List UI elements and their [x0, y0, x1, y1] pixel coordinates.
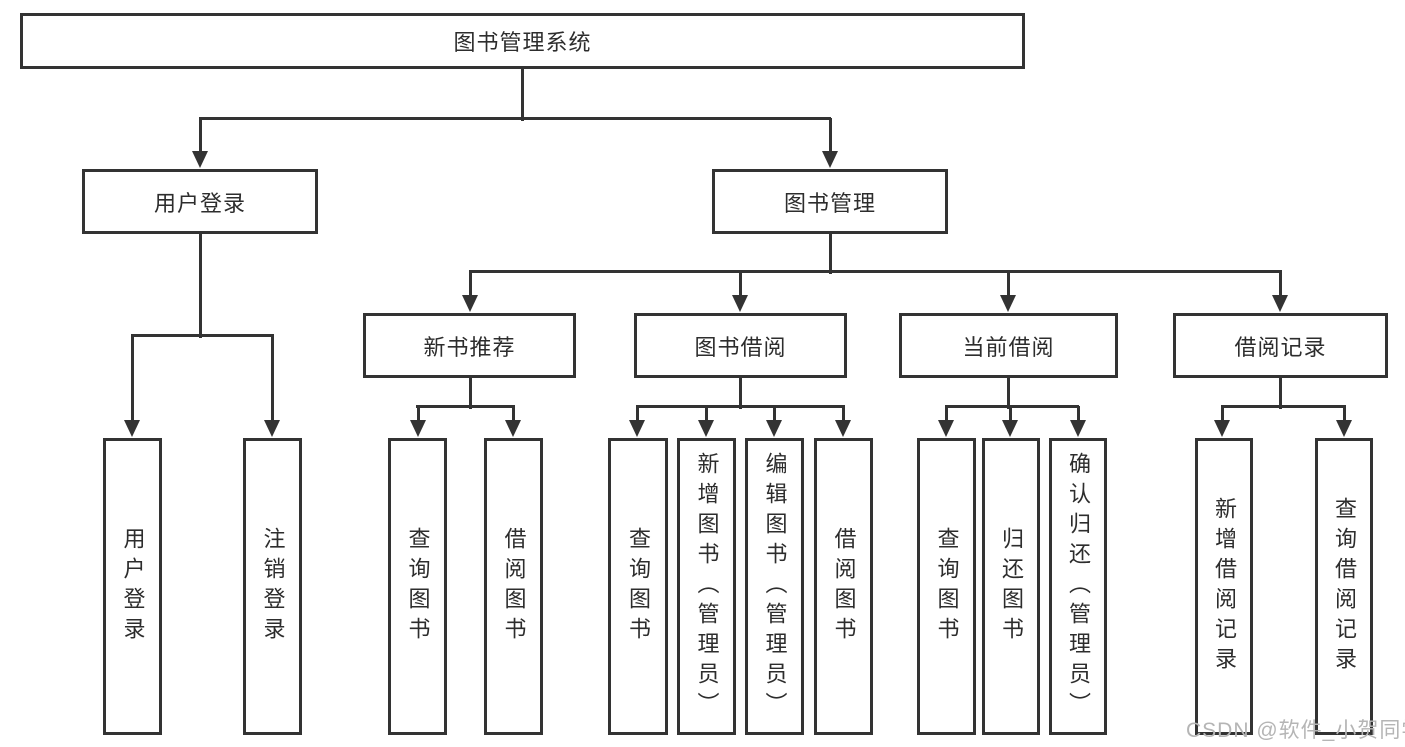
- connector-line: [130, 335, 134, 421]
- connector-line: [636, 404, 845, 408]
- arrowhead-down-icon: [629, 420, 645, 437]
- arrowhead-down-icon: [410, 420, 426, 437]
- arrowhead-down-icon: [192, 151, 208, 168]
- arrowhead-down-icon: [732, 295, 748, 312]
- arrowhead-down-icon: [698, 420, 714, 437]
- node-book-borrowing: 图书借阅: [634, 313, 847, 378]
- node-borrowing-records: 借阅记录: [1173, 313, 1388, 378]
- leaf-query-borrow-record: 查询借阅记录: [1315, 438, 1373, 735]
- connector-line: [198, 118, 202, 152]
- connector-line: [738, 271, 742, 296]
- leaf-label: 查询图书: [626, 526, 651, 647]
- connector-line: [704, 406, 708, 421]
- connector-line: [468, 271, 472, 296]
- connector-line: [416, 404, 515, 408]
- arrowhead-down-icon: [264, 420, 280, 437]
- leaf-label: 用户登录: [120, 526, 146, 647]
- arrowhead-down-icon: [505, 420, 521, 437]
- connector-line: [131, 333, 274, 337]
- connector-line: [738, 377, 742, 409]
- node-book-management: 图书管理: [712, 169, 948, 234]
- connector-line: [416, 406, 420, 421]
- connector-line: [1008, 406, 1012, 421]
- leaf-label: 查询借阅记录: [1332, 496, 1357, 677]
- arrowhead-down-icon: [1070, 420, 1086, 437]
- node-label: 新书推荐: [423, 334, 516, 360]
- arrowhead-down-icon: [1000, 295, 1016, 312]
- connector-line: [1006, 271, 1010, 296]
- leaf-label: 归还图书: [999, 526, 1024, 647]
- leaf-label: 确认归还（管理员）: [1066, 451, 1091, 722]
- leaf-label: 注销登录: [260, 526, 286, 647]
- node-label: 当前借阅: [962, 334, 1055, 360]
- connector-line: [944, 406, 948, 421]
- leaf-label: 新增借阅记录: [1212, 496, 1237, 677]
- connector-line: [1006, 377, 1010, 409]
- node-label: 图书借阅: [694, 334, 787, 360]
- connector-line: [520, 68, 524, 121]
- watermark: CSDN @软件_小贺同学: [1186, 719, 1405, 742]
- leaf-edit-books-admin: 编辑图书（管理员）: [745, 438, 804, 735]
- connector-line: [1278, 377, 1282, 409]
- leaf-query-books-current: 查询图书: [917, 438, 976, 735]
- leaf-confirm-return-admin: 确认归还（管理员）: [1049, 438, 1107, 735]
- arrowhead-down-icon: [766, 420, 782, 437]
- leaf-user-login: 用户登录: [103, 438, 162, 735]
- leaf-logout: 注销登录: [243, 438, 302, 735]
- connector-line: [828, 118, 832, 152]
- leaf-borrow-books-borrowing: 借阅图书: [814, 438, 873, 735]
- leaf-label: 查询图书: [934, 526, 960, 647]
- node-label: 图书管理系统: [453, 30, 592, 55]
- leaf-query-books-borrowing: 查询图书: [608, 438, 668, 735]
- node-label: 图书管理: [783, 190, 876, 216]
- leaf-label: 编辑图书（管理员）: [762, 451, 788, 722]
- arrowhead-down-icon: [1272, 295, 1288, 312]
- arrowhead-down-icon: [938, 420, 954, 437]
- arrowhead-down-icon: [1336, 420, 1352, 437]
- arrowhead-down-icon: [462, 295, 478, 312]
- leaf-add-books-admin: 新增图书（管理员）: [677, 438, 736, 735]
- leaf-label: 查询图书: [405, 526, 431, 647]
- connector-line: [1278, 271, 1282, 296]
- connector-line: [198, 233, 202, 338]
- leaf-return-books: 归还图书: [982, 438, 1040, 735]
- leaf-label: 借阅图书: [501, 526, 527, 647]
- connector-line: [1342, 406, 1346, 421]
- connector-line: [945, 404, 1079, 408]
- leaf-add-borrow-record: 新增借阅记录: [1195, 438, 1253, 735]
- arrowhead-down-icon: [1002, 420, 1018, 437]
- connector-line: [841, 406, 845, 421]
- node-label: 用户登录: [153, 190, 246, 216]
- node-label: 借阅记录: [1234, 334, 1327, 360]
- node-current-borrowing: 当前借阅: [899, 313, 1118, 378]
- arrowhead-down-icon: [124, 420, 140, 437]
- leaf-borrow-books-recommend: 借阅图书: [484, 438, 543, 735]
- leaf-label: 新增图书（管理员）: [694, 451, 720, 722]
- leaf-query-books-recommend: 查询图书: [388, 438, 447, 735]
- node-new-book-recommendation: 新书推荐: [363, 313, 576, 378]
- connector-line: [511, 406, 515, 421]
- connector-line: [1220, 406, 1224, 421]
- arrowhead-down-icon: [822, 151, 838, 168]
- connector-line: [469, 269, 1282, 273]
- connector-line: [468, 377, 472, 409]
- connector-line: [199, 116, 831, 120]
- leaf-label: 借阅图书: [831, 526, 857, 647]
- connector-line: [772, 406, 776, 421]
- connector-line: [1076, 406, 1080, 421]
- arrowhead-down-icon: [835, 420, 851, 437]
- node-user-login: 用户登录: [82, 169, 318, 234]
- arrowhead-down-icon: [1214, 420, 1230, 437]
- connector-line: [270, 335, 274, 421]
- node-library-management-system: 图书管理系统: [20, 13, 1025, 69]
- connector-line: [635, 406, 639, 421]
- connector-line: [828, 233, 832, 274]
- connector-line: [1221, 404, 1346, 408]
